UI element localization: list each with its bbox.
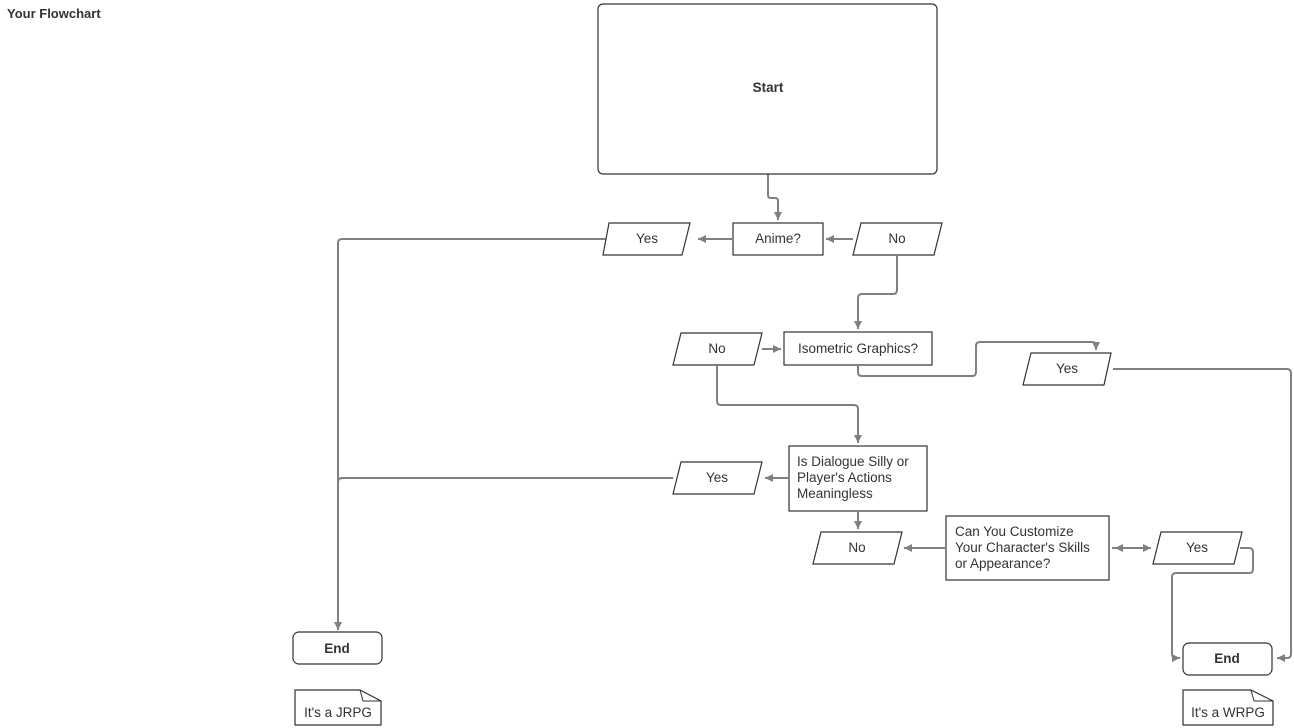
dialogue-label-line-3: Meaningless — [797, 486, 873, 501]
anime-decision-node[interactable]: Anime? — [732, 222, 824, 256]
connector-no-isometric — [854, 256, 898, 329]
dialogue-yes-node[interactable]: Yes — [672, 461, 763, 495]
isometric-no-label: No — [708, 341, 725, 356]
connector-iso-yes-end-right — [1113, 368, 1292, 662]
isometric-decision-node[interactable]: Isometric Graphics? — [783, 331, 933, 366]
customize-label-line-2: Your Character's Skills — [955, 540, 1090, 555]
end-left-label: End — [324, 641, 350, 656]
anime-yes-node[interactable]: Yes — [602, 222, 691, 256]
end-left-node[interactable]: End — [292, 631, 383, 665]
dialogue-no-label: No — [848, 540, 865, 555]
start-node[interactable]: Start — [597, 3, 938, 175]
note-right-text: It's a WRPG — [1191, 705, 1265, 720]
isometric-yes-node[interactable]: Yes — [1022, 352, 1112, 386]
anime-no-label: No — [888, 231, 905, 246]
customize-yes-node[interactable]: Yes — [1152, 531, 1243, 565]
connector-cust-yes-end-right — [1171, 547, 1254, 662]
customize-decision-node[interactable]: Can You Customize Your Character's Skill… — [945, 515, 1110, 581]
connector-isometric-yes — [857, 341, 1100, 377]
customize-label-line-3: or Appearance? — [955, 556, 1050, 571]
end-right-node[interactable]: End — [1182, 642, 1273, 676]
dialogue-label-line-1: Is Dialogue Silly or — [797, 454, 909, 469]
note-right[interactable]: It's a WRPG — [1182, 689, 1274, 726]
dialogue-no-node[interactable]: No — [812, 531, 903, 565]
connector-iso-no-dialogue — [716, 366, 862, 443]
dialogue-label-line-2: Player's Actions — [797, 470, 892, 485]
isometric-label: Isometric Graphics? — [798, 341, 918, 356]
anime-yes-label: Yes — [636, 231, 658, 246]
note-left-text: It's a JRPG — [304, 705, 372, 720]
isometric-yes-label: Yes — [1056, 361, 1078, 376]
note-left[interactable]: It's a JRPG — [294, 689, 382, 726]
anime-label: Anime? — [755, 231, 801, 246]
dialogue-yes-label: Yes — [706, 470, 728, 485]
page-title: Your Flowchart — [7, 6, 101, 21]
connector-start-anime — [767, 174, 782, 220]
connector-yes-end-left — [334, 238, 607, 630]
end-right-label: End — [1214, 651, 1240, 666]
connector-dialogue-yes-left — [337, 477, 673, 500]
isometric-no-node[interactable]: No — [672, 332, 763, 366]
dialogue-decision-node[interactable]: Is Dialogue Silly or Player's Actions Me… — [788, 445, 928, 512]
start-label: Start — [753, 80, 784, 95]
customize-yes-label: Yes — [1186, 540, 1208, 555]
customize-label-line-1: Can You Customize — [955, 524, 1074, 539]
anime-no-node[interactable]: No — [852, 222, 943, 256]
